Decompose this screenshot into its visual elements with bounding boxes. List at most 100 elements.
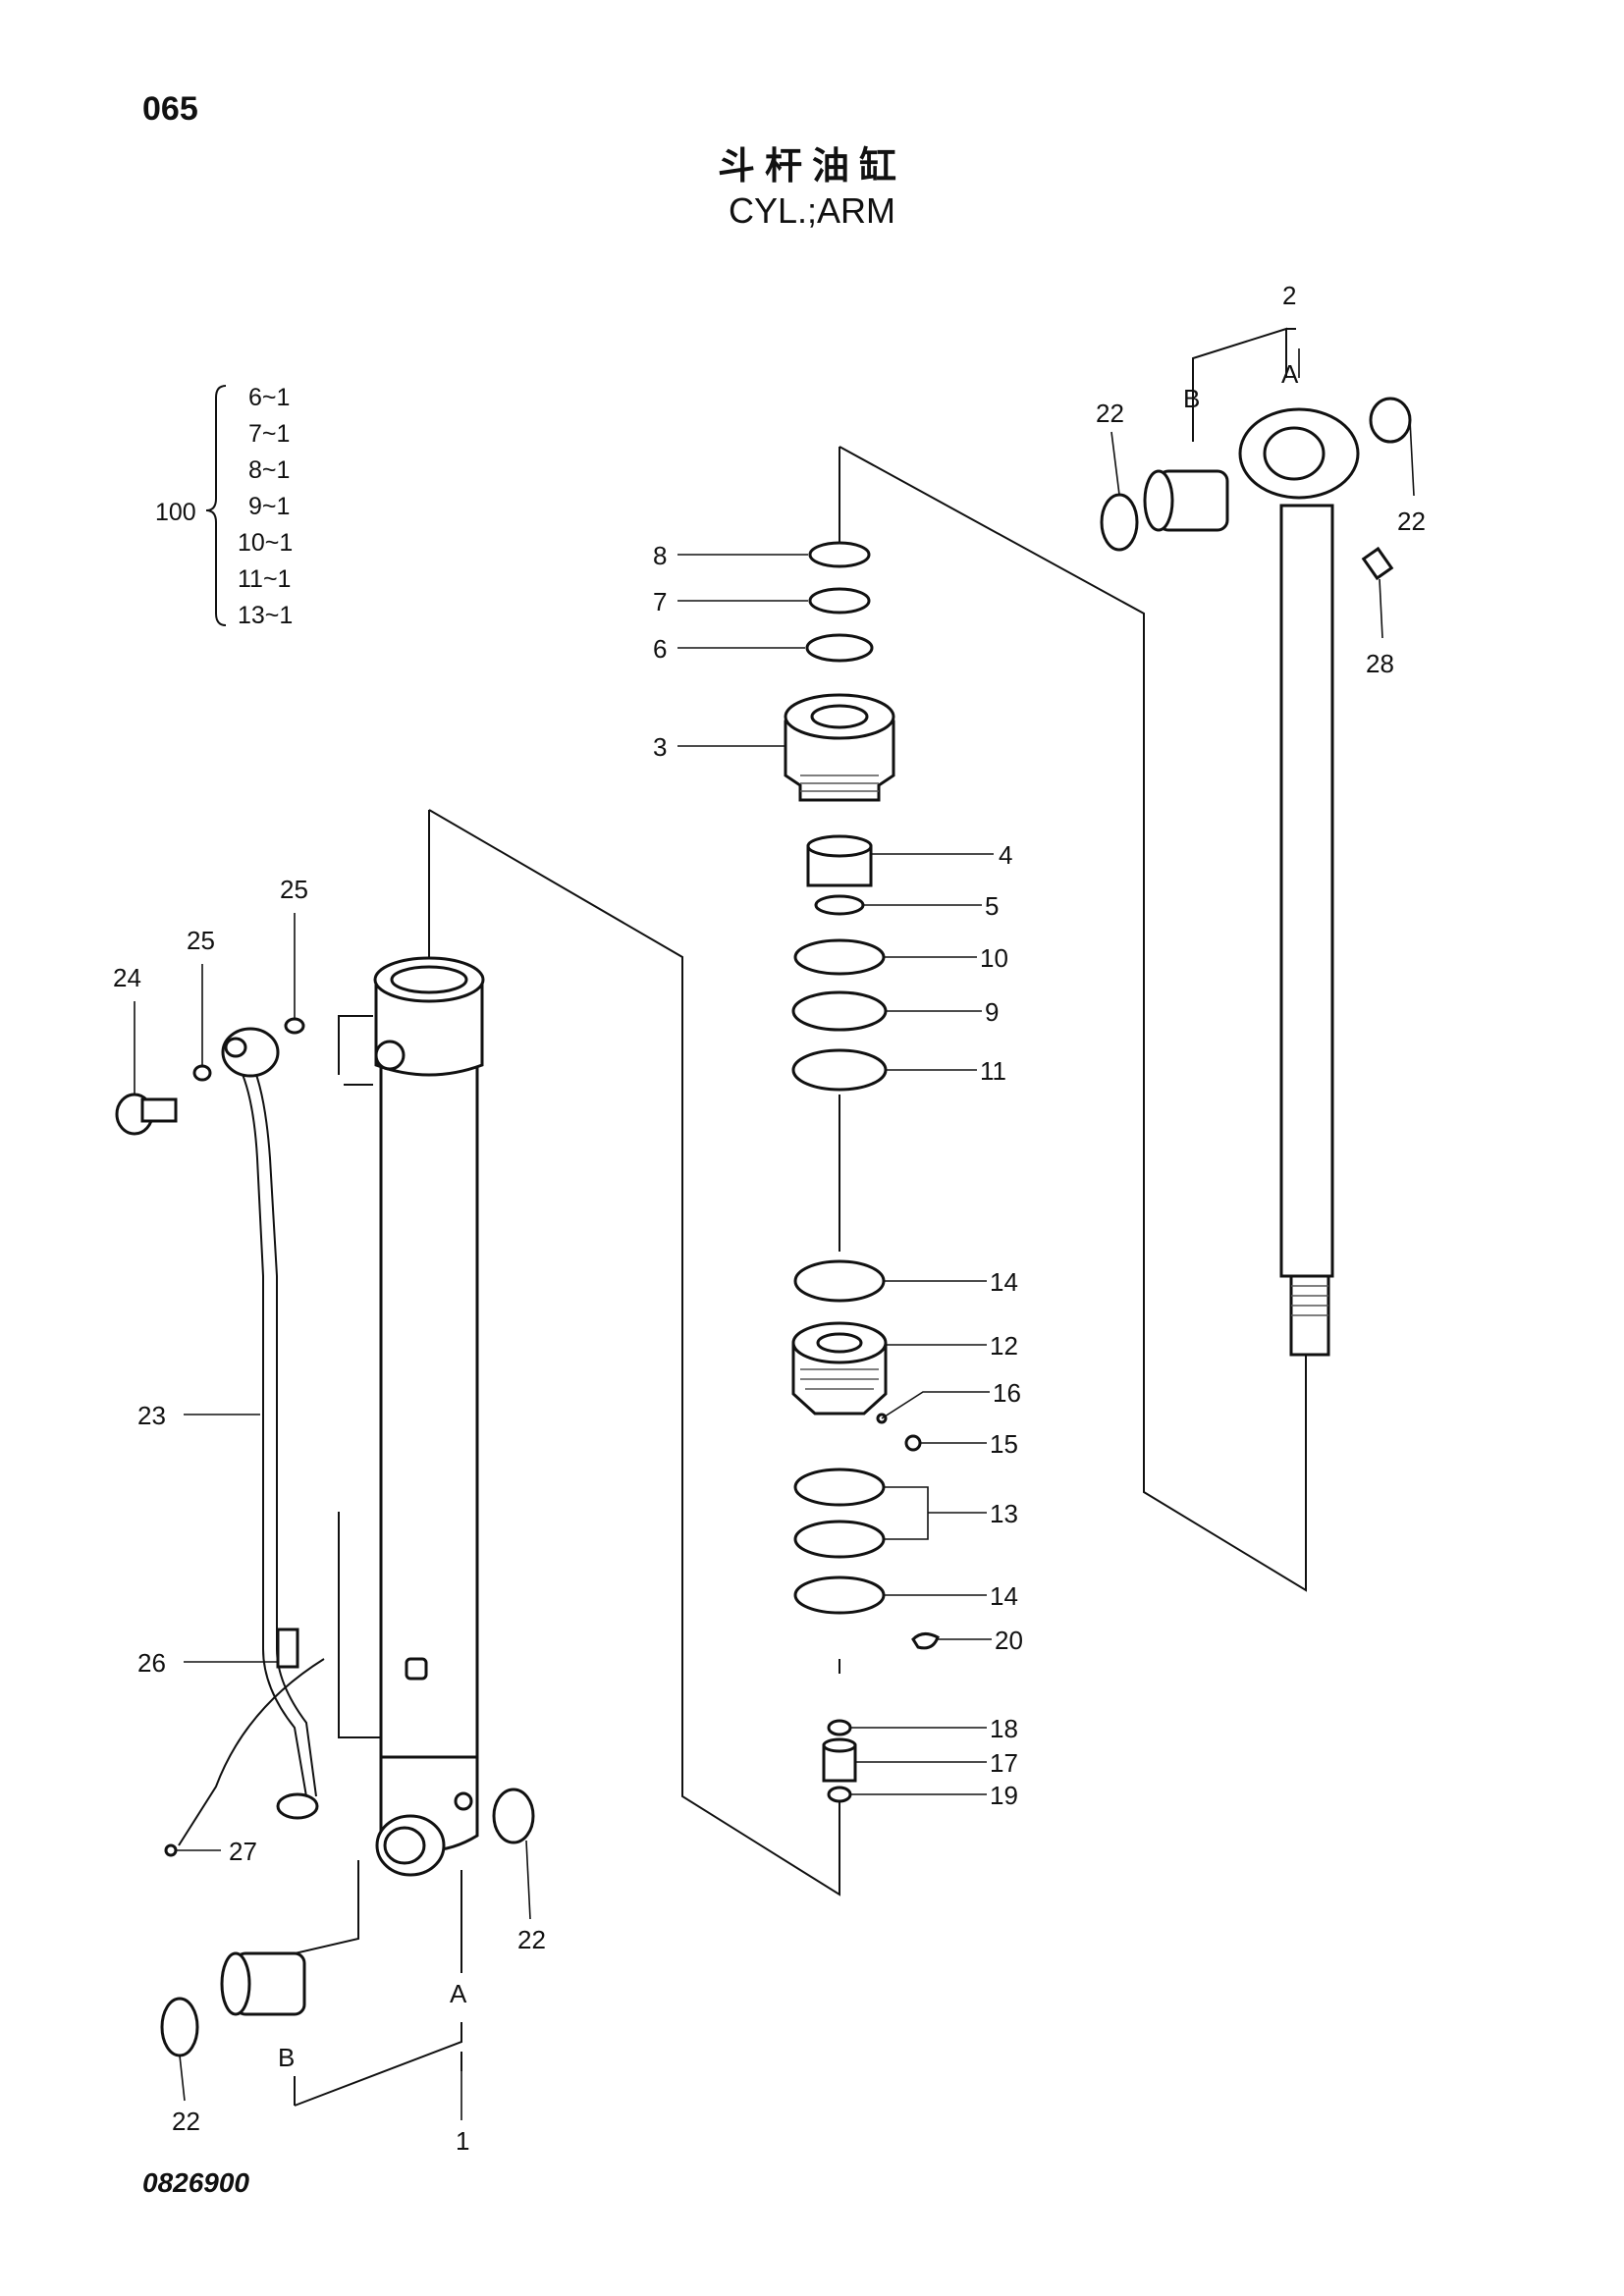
rod-bushing <box>1143 469 1229 532</box>
guide-line <box>839 446 1307 1592</box>
head-bore <box>810 704 869 729</box>
tube-bushing <box>220 1951 306 2016</box>
snap-ring <box>492 1788 535 1844</box>
callout-label: 4 <box>999 840 1012 870</box>
callout-label: 22 <box>1096 399 1124 428</box>
kit-item: 7~1 <box>248 420 290 448</box>
kit-brace <box>205 385 227 626</box>
piston-bore <box>816 1332 863 1354</box>
callout-label: 12 <box>990 1331 1018 1361</box>
callout-label: B <box>1183 384 1200 413</box>
tube-barrel <box>379 989 479 1759</box>
rod-thread-lines <box>1291 1285 1328 1316</box>
callout-label: 6 <box>653 634 667 664</box>
seal-ring <box>793 1520 886 1559</box>
sleeve <box>822 1737 857 1783</box>
rod-shaft <box>1279 504 1334 1278</box>
seal-ring <box>793 1259 886 1303</box>
small-ring <box>827 1719 852 1736</box>
callout-label: 17 <box>990 1748 1018 1778</box>
bushing <box>806 834 873 887</box>
guide-line <box>294 2022 462 2107</box>
sleeve-top <box>822 1737 857 1753</box>
guide-line <box>428 809 840 1896</box>
callout-label: A <box>1281 359 1299 389</box>
seal-ring <box>808 587 871 614</box>
callout-labels: 2 A B 22 22 28 8 7 6 3 4 5 10 9 11 14 12… <box>113 281 1426 2156</box>
pipe-flange-bore <box>224 1037 247 1058</box>
guide-line <box>460 327 1296 1973</box>
title-chinese: 斗杆油缸 <box>717 144 906 187</box>
rod-eye-bore <box>1263 426 1326 481</box>
callout-label: 3 <box>653 732 667 762</box>
callout-label: 14 <box>990 1581 1018 1611</box>
piston-grooves <box>800 1368 879 1390</box>
callout-label: A <box>450 1979 467 2008</box>
bushing-end <box>1143 469 1174 532</box>
kit-item: 13~1 <box>238 602 293 629</box>
seal-ring <box>805 633 874 663</box>
callout-label: 14 <box>990 1267 1018 1297</box>
snap-ring <box>1100 493 1139 552</box>
callout-label: 2 <box>1282 281 1296 310</box>
seal-ring <box>814 894 865 916</box>
kit-list: 100 6~1 7~1 8~1 9~1 10~1 11~1 13~1 <box>155 384 293 629</box>
pipe-end-fitting <box>276 1792 319 1820</box>
callout-label: 25 <box>187 926 215 955</box>
kit-number: 100 <box>155 499 196 526</box>
cylinder-tube <box>373 956 485 1877</box>
tube-grease-fitting <box>454 1791 473 1811</box>
callout-label: 27 <box>229 1837 257 1866</box>
plug-shank <box>140 1097 178 1123</box>
head-thread-lines <box>800 774 879 792</box>
callout-label: 18 <box>990 1714 1018 1743</box>
tube-port-top <box>374 1040 406 1071</box>
clip-bolt <box>164 1843 178 1857</box>
callout-label: 28 <box>1366 649 1394 678</box>
kit-item: 8~1 <box>248 456 290 484</box>
cylinder-head <box>784 693 895 802</box>
bushing-end <box>220 1951 251 2016</box>
o-ring <box>192 1064 212 1082</box>
kit-item: 9~1 <box>248 493 290 520</box>
seal-ring <box>791 990 888 1032</box>
kit-item: 6~1 <box>248 384 290 411</box>
pipe-line-outer <box>235 1059 307 1797</box>
callout-label: 9 <box>985 997 999 1027</box>
piston <box>791 1321 888 1415</box>
tube-mouth-bore <box>390 965 468 994</box>
pipe-clamp <box>276 1628 299 1669</box>
kit-item: 11~1 <box>238 565 291 593</box>
snap-ring <box>160 1997 199 2057</box>
callout-label: 11 <box>980 1056 1006 1086</box>
small-ring <box>827 1786 852 1803</box>
seal-ring <box>793 1468 886 1507</box>
callout-label: 24 <box>113 963 141 992</box>
document-code: 0826900 <box>142 2167 250 2198</box>
callout-label: 20 <box>995 1626 1023 1655</box>
callout-label: 16 <box>993 1378 1021 1408</box>
callout-label: 26 <box>137 1648 166 1678</box>
callout-label: 1 <box>456 2126 469 2156</box>
snap-ring <box>1369 397 1412 444</box>
callout-label: 22 <box>517 1925 546 1954</box>
seal-ring <box>793 1575 886 1615</box>
callout-label: B <box>278 2043 295 2072</box>
o-ring <box>284 1017 305 1035</box>
seal-ring <box>808 541 871 568</box>
tube-port-bottom <box>405 1657 428 1681</box>
callout-label: 19 <box>990 1781 1018 1810</box>
callout-label: 5 <box>985 891 999 921</box>
callout-label: 15 <box>990 1429 1018 1459</box>
seal-ring <box>793 938 886 976</box>
callout-label: 23 <box>137 1401 166 1430</box>
bushing-top <box>806 834 873 858</box>
pipe <box>221 1027 319 1820</box>
callout-leaders <box>134 348 1415 2120</box>
assembly-guide-lines <box>294 327 1307 2107</box>
pipe-line-inner <box>249 1059 317 1797</box>
callout-label: 13 <box>990 1499 1018 1528</box>
callout-label: 7 <box>653 587 667 616</box>
callout-label: 22 <box>1397 507 1426 536</box>
